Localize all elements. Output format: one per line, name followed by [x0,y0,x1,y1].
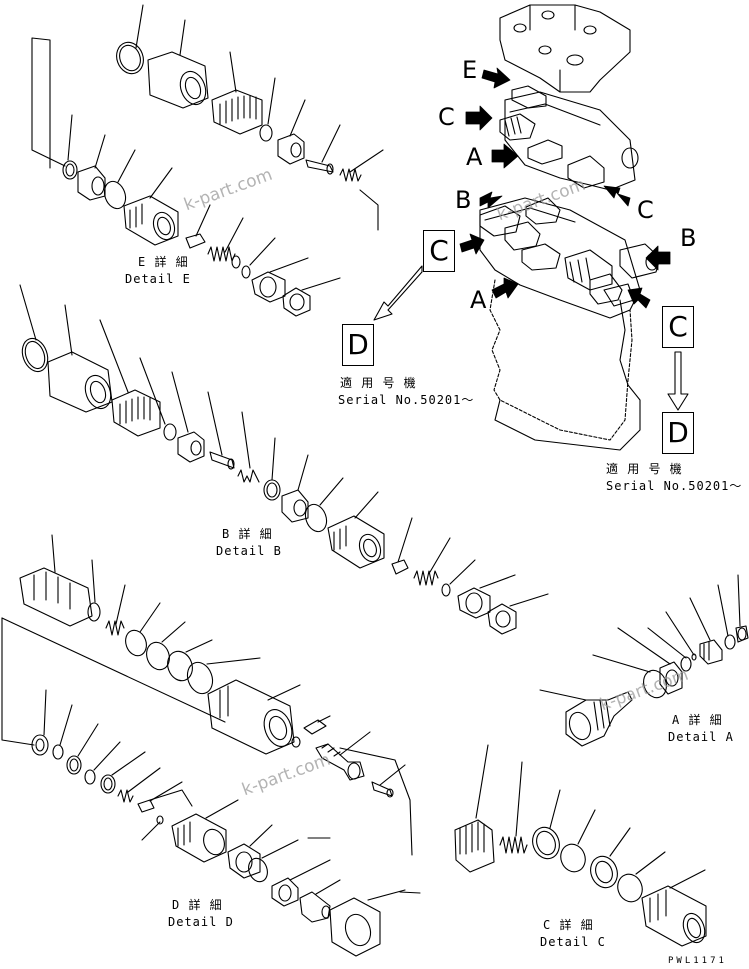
view-letter-b-upper: B [455,186,472,214]
box-label-c-right: C [662,306,694,348]
arrow-b-upper [479,191,503,209]
arrow-c-upper-left [465,105,493,131]
view-letter-b-right: B [680,224,697,252]
detail-c-en-label: Detail C [540,935,606,949]
pointer-c-to-d-right [667,351,689,411]
pointer-c-to-d-left [373,265,423,321]
view-letter-a-upper: A [466,143,483,171]
detail-a-group [539,574,749,747]
detail-b-group [19,284,549,635]
serial-en-label-left: Serial No.50201～ [338,393,475,407]
detail-b-jp-label: B 詳 細 [222,527,273,541]
serial-en-label-right: Serial No.50201～ [606,479,743,493]
detail-d-jp-label: D 詳 細 [172,898,223,912]
detail-a-en-label: Detail A [668,730,734,744]
arrow-a-upper [491,143,519,169]
view-letter-a-lower: A [470,286,487,314]
view-letter-c-right: C [637,196,654,224]
view-letter-e: E [462,56,478,84]
assembly-arrows [459,67,671,309]
box-label-d-right: D [662,412,694,454]
arrow-c-lower-right [627,287,651,309]
box-label-c-left: C [423,230,455,272]
view-letter-c-upper: C [438,103,455,131]
arrow-a-lower [491,277,519,299]
arrow-c-upper-right [603,185,631,207]
detail-b-en-label: Detail B [216,544,282,558]
detail-d-group [1,534,421,957]
detail-c-group [454,744,707,947]
detail-d-en-label: Detail D [168,915,234,929]
serial-jp-label-left: 適 用 号 機 [340,376,417,390]
detail-e-group [31,4,384,317]
detail-c-jp-label: C 詳 細 [543,918,594,932]
box-label-d-left: D [342,324,374,366]
detail-e-jp-label: E 詳 細 [138,255,189,269]
valve-assembly-group [479,4,661,451]
arrow-e [481,67,511,89]
serial-jp-label-right: 適 用 号 機 [606,462,683,476]
arrow-b-right [645,245,671,271]
detail-e-en-label: Detail E [125,272,191,286]
serial-pointers [373,265,689,411]
drawing-code: PWL1171 [668,956,727,966]
arrow-c-left [459,233,485,255]
detail-a-jp-label: A 詳 細 [672,713,723,727]
